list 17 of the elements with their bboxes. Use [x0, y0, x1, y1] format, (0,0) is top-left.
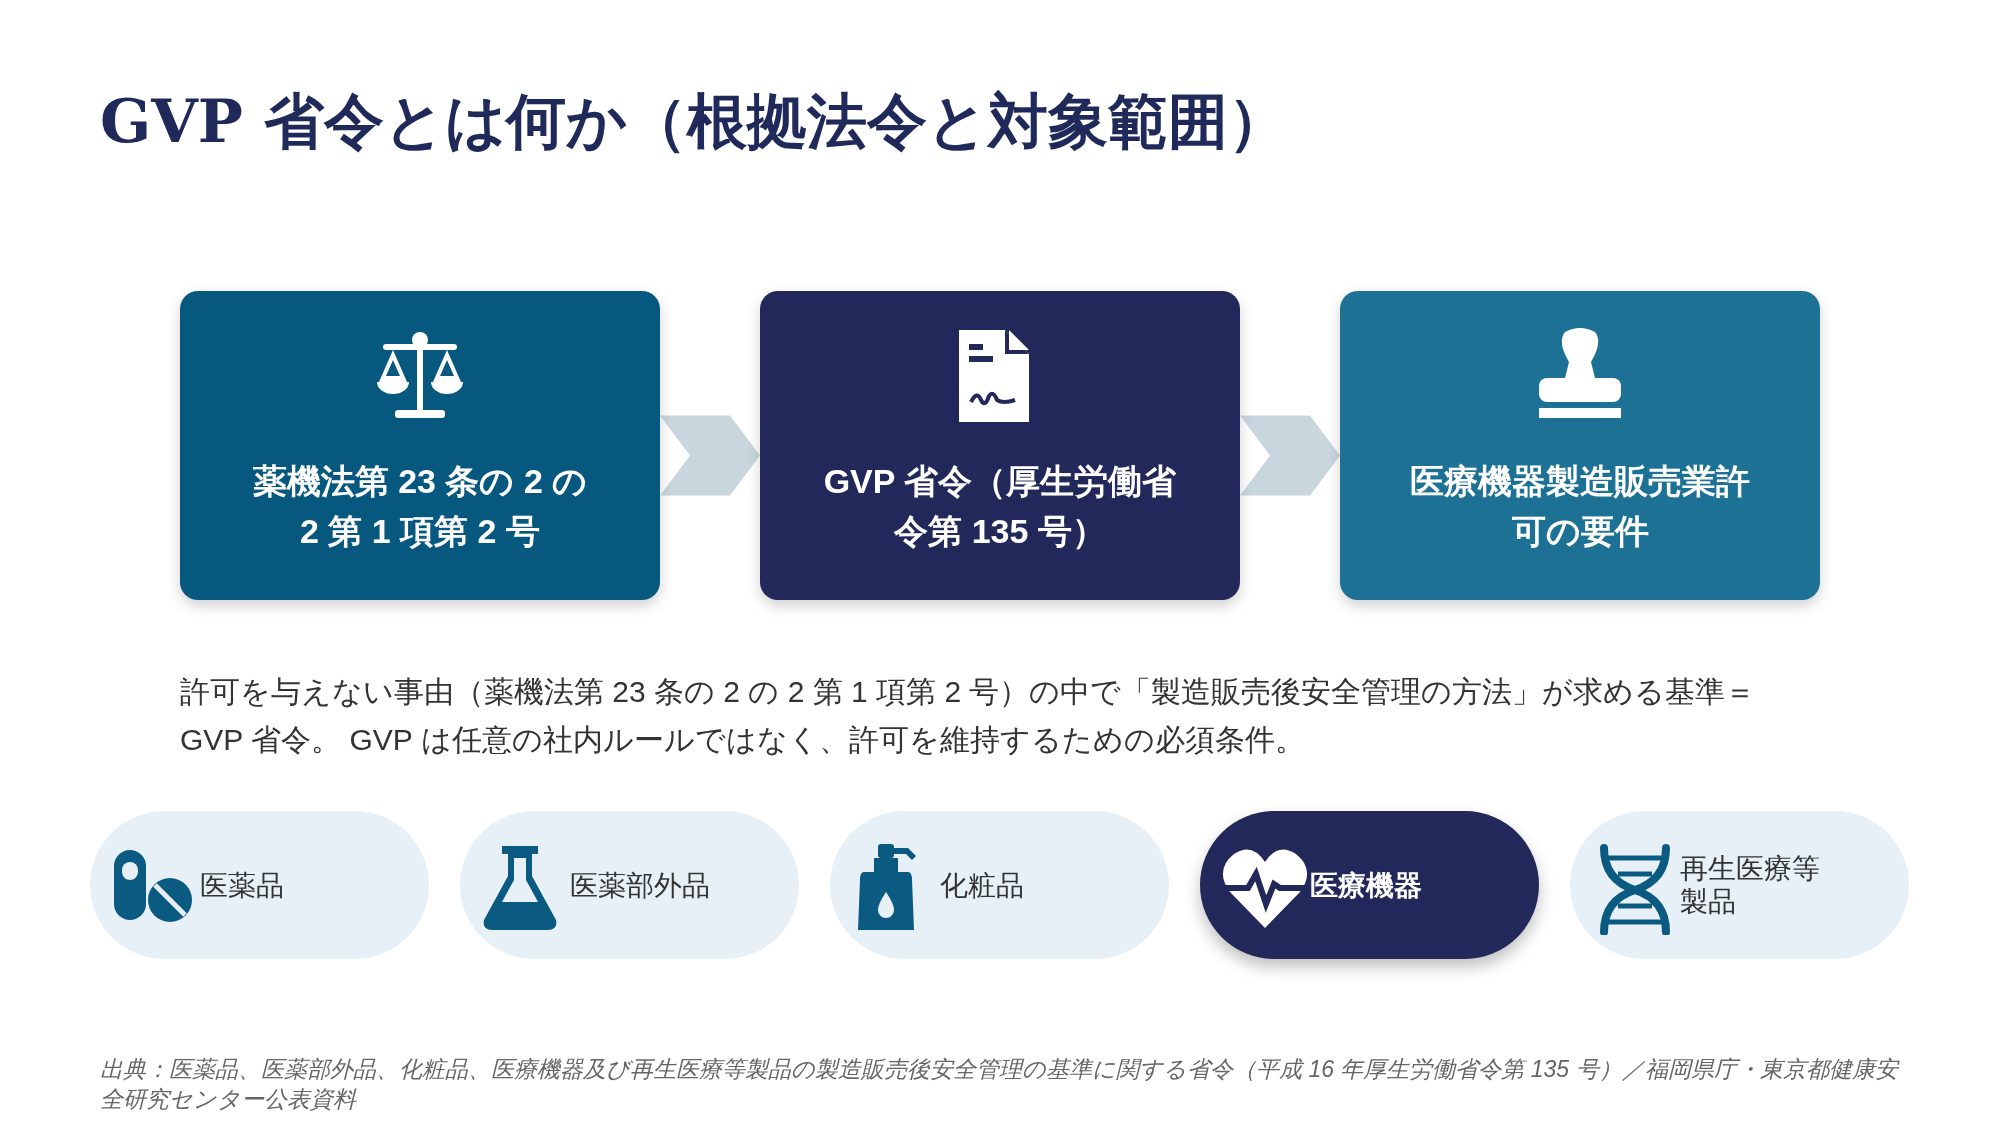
title: GVP 省令とは何か（根拠法令と対象範囲） — [100, 85, 1288, 158]
description-text: 許可を与えない事由（薬機法第 23 条の 2 の 2 第 1 項第 2 号）の中で「製造販売後安全管理の方法」が求める基準＝ GVP 省令。 GVP は任意の社内ルールではなく、許可を維持するための必須条件。 — [180, 674, 1757, 758]
box-label: 薬機法第 23 条の 2 の 2 第 1 項第 2 号 — [252, 462, 588, 550]
category-label: 医薬品 — [200, 868, 284, 902]
source-note: 出典：医薬品、医薬部外品、化粧品、医療機器及び再生医療等製品の製造販売後安全管理の基準に関する省令（平成 16 年厚生労働省令第 135 号）／福岡県庁・東京都健康安全研究センター公表資料 — [100, 1055, 1900, 1114]
chevron-arrow — [660, 415, 760, 496]
box-label: 医療機器製造販売業許可の要件 — [1410, 462, 1750, 550]
process-box — [760, 291, 1240, 600]
category-label: 化粧品 — [940, 868, 1024, 902]
category-label: 医療機器 — [1310, 868, 1422, 902]
category-pill — [1200, 811, 1539, 959]
box-label: GVP 省令（厚生労働省令第 135 号） — [823, 462, 1177, 550]
chevron-arrow — [1240, 415, 1340, 496]
process-box — [1340, 291, 1820, 600]
category-label: 再生医療等製品 — [1680, 852, 1821, 918]
category-label: 医薬部外品 — [570, 868, 710, 902]
process-box — [180, 291, 660, 600]
